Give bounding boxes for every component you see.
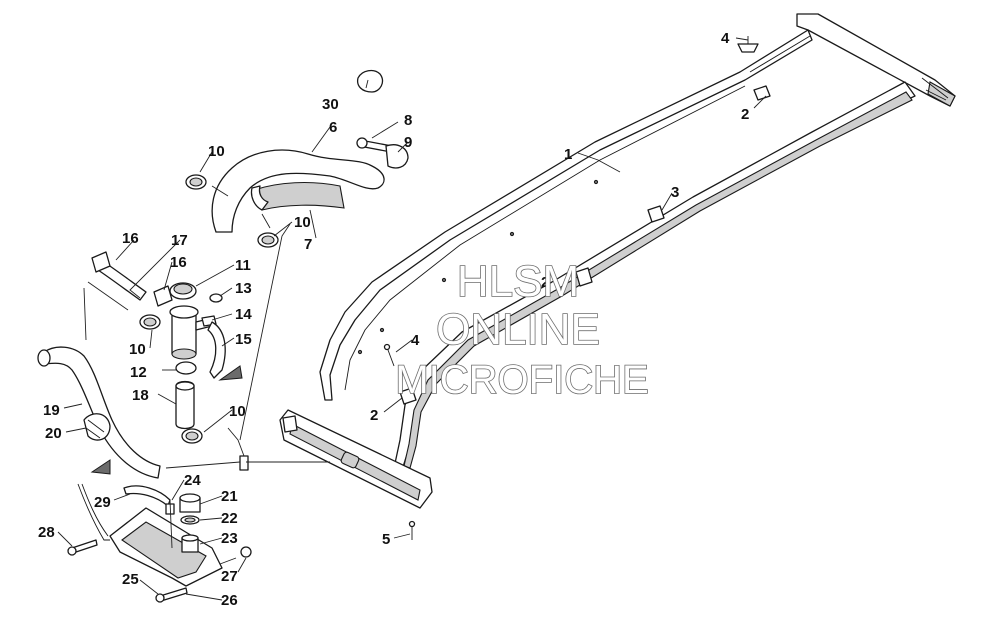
callout-5: 5 <box>382 531 390 548</box>
watermark-line-3: MICROFICHE <box>395 358 648 402</box>
reservoir-assembly <box>67 483 252 603</box>
callout-leaders <box>57 37 767 601</box>
callout-6: 6 <box>329 119 337 136</box>
watermark: HLSM ONLINE MICROFICHE <box>395 256 650 403</box>
callout-30: 30 <box>322 96 339 113</box>
callout-3: 3 <box>671 184 679 201</box>
callout-20: 20 <box>45 425 62 442</box>
left-hose-assembly <box>37 281 330 479</box>
callout-10-left: 10 <box>129 341 146 358</box>
callout-10-middle: 10 <box>294 214 311 231</box>
upper-hose-assembly <box>185 69 409 441</box>
callout-4-top: 4 <box>721 30 730 47</box>
callout-15: 15 <box>235 331 252 348</box>
filler-neck-assembly <box>91 251 243 444</box>
callout-10-lower: 10 <box>229 403 246 420</box>
callout-18: 18 <box>132 387 149 404</box>
callout-19: 19 <box>43 402 60 419</box>
callout-7: 7 <box>304 236 312 253</box>
callout-16-left: 16 <box>122 230 139 247</box>
callout-28: 28 <box>38 524 55 541</box>
watermark-line-1: HLSM <box>457 257 579 306</box>
callout-16-right: 16 <box>170 254 187 271</box>
callout-8: 8 <box>404 112 412 129</box>
callout-2-middle: 2 <box>541 274 549 291</box>
callout-9: 9 <box>404 134 412 151</box>
callout-12: 12 <box>130 364 147 381</box>
callout-21: 21 <box>221 488 238 505</box>
callout-17: 17 <box>171 232 188 249</box>
callout-4-lower: 4 <box>411 332 420 349</box>
callout-10-upper: 10 <box>208 143 225 160</box>
callout-11: 11 <box>235 257 251 274</box>
callout-24: 24 <box>184 472 201 489</box>
callout-1: 1 <box>564 146 572 163</box>
callout-26: 26 <box>221 592 238 609</box>
callout-29: 29 <box>94 494 111 511</box>
callout-13: 13 <box>235 280 252 297</box>
callout-27: 27 <box>221 568 238 585</box>
callout-2-lower: 2 <box>370 407 378 424</box>
callout-14: 14 <box>235 306 252 323</box>
callout-labels: 1 2 2 2 3 4 4 5 6 7 8 9 10 10 10 10 11 1… <box>38 30 749 609</box>
watermark-line-2: ONLINE <box>436 305 600 354</box>
callout-2-top: 2 <box>741 106 749 123</box>
callout-22: 22 <box>221 510 238 527</box>
frame-rail <box>279 13 956 540</box>
callout-25: 25 <box>122 571 139 588</box>
callout-23: 23 <box>221 530 238 547</box>
